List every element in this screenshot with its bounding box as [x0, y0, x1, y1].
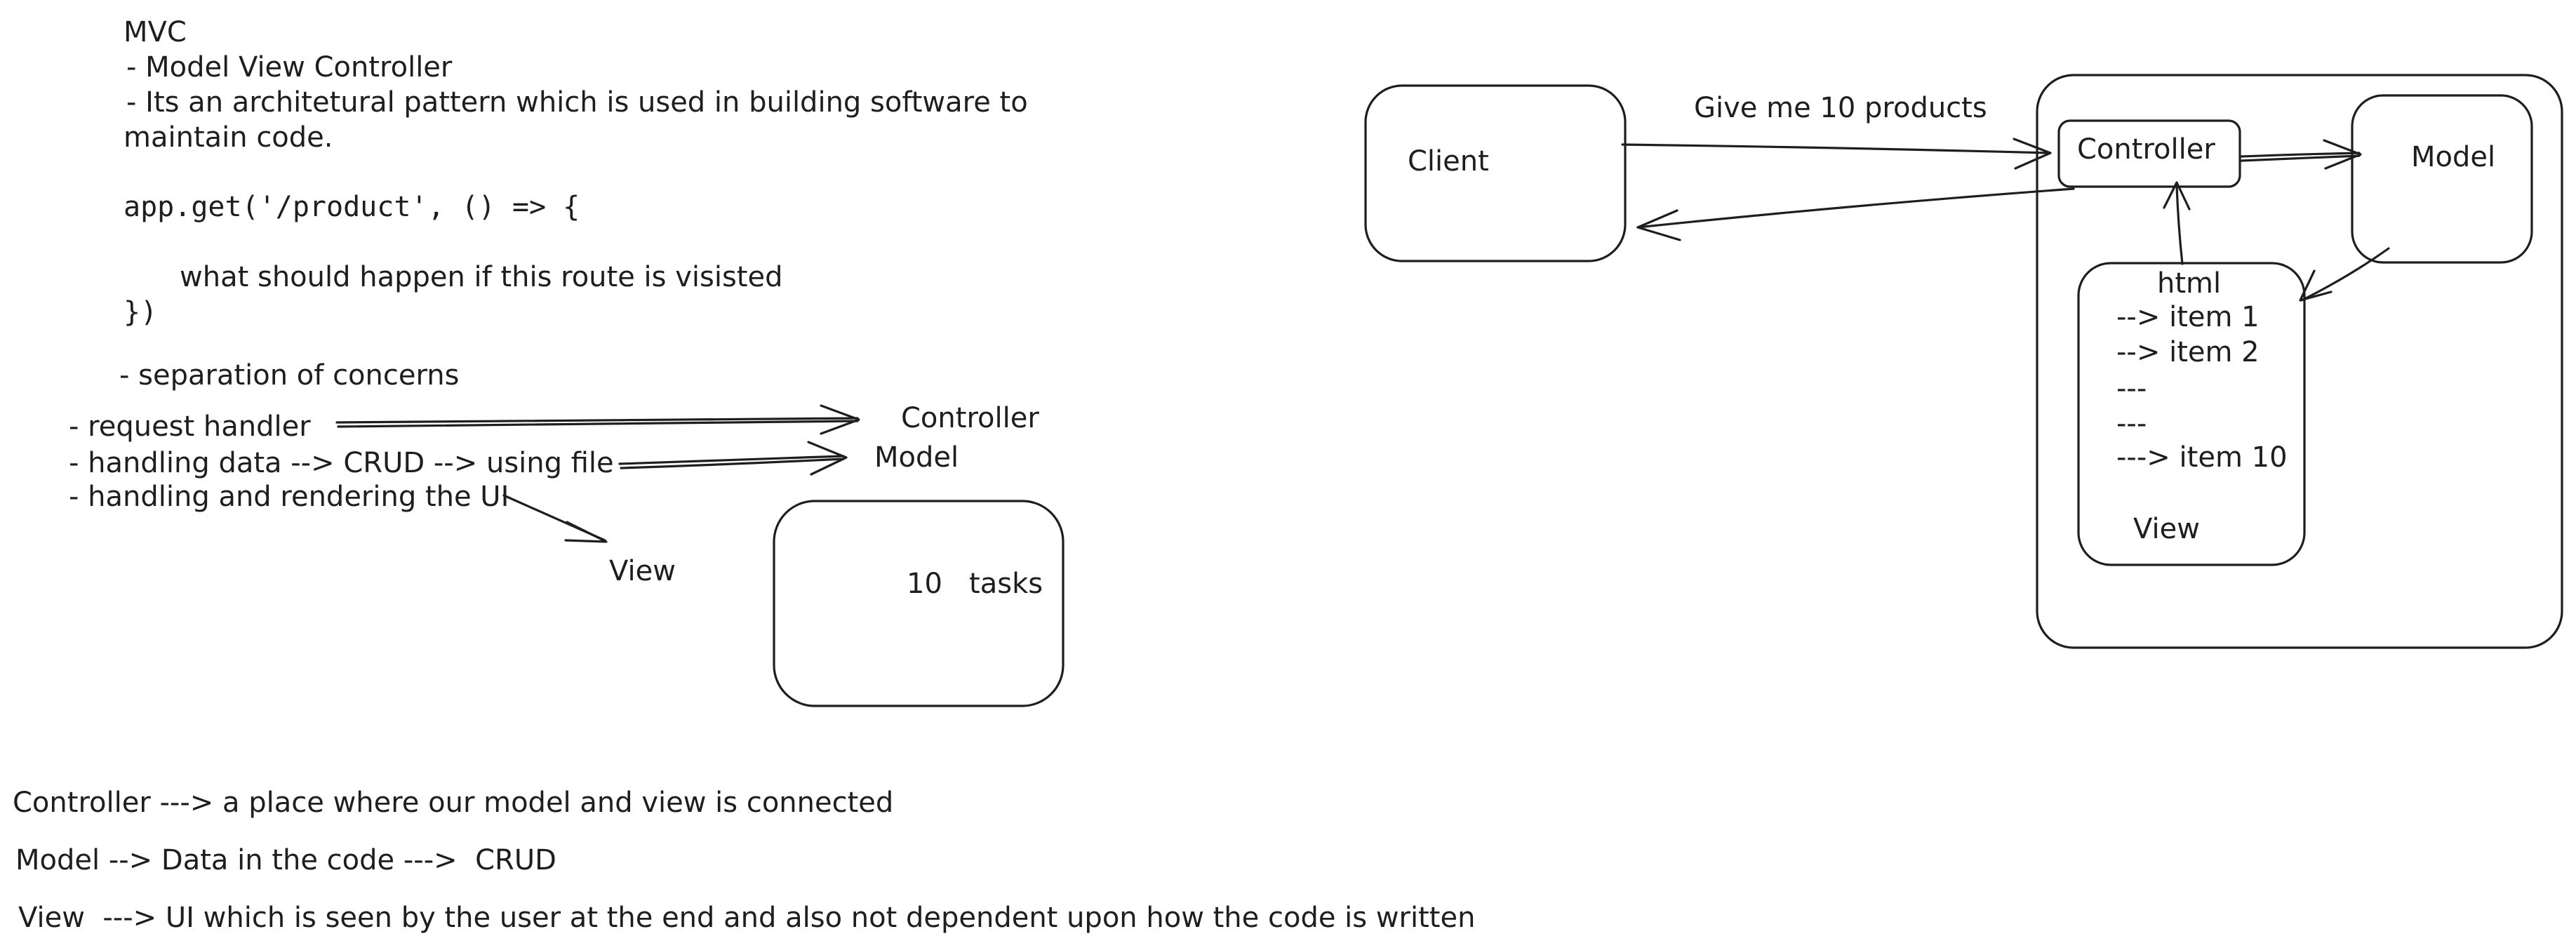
request-label: Give me 10 products [1694, 92, 1987, 124]
model-box [2351, 94, 2533, 264]
controller-box [2057, 119, 2241, 188]
concern-rendering-ui: - handling and rendering the UI [69, 481, 509, 513]
arrow-view-to-controller-head [2163, 181, 2191, 211]
definition-model: Model --> Data in the code ---> CRUD [15, 844, 556, 876]
arrow-view-to-controller [2175, 184, 2184, 265]
view-item-line: --> item 2 [2116, 336, 2260, 368]
view-box [2077, 262, 2306, 566]
arrow-controller-to-model-head [2323, 139, 2362, 170]
arrow-request-to-controller-head [820, 404, 860, 435]
code-line-1: app.get('/product', () => { [124, 191, 580, 223]
target-model: Model [874, 441, 959, 474]
controller-label: Controller [2077, 133, 2215, 166]
client-box [1364, 84, 1627, 262]
notes-bullet-1: - Model View Controller [126, 51, 453, 84]
arrow-client-to-controller-head [2013, 138, 2052, 170]
notes-bullet-2-line-1: - Its an architetural pattern which is u… [126, 86, 1028, 119]
arrow-model-to-view [2300, 247, 2390, 302]
arrow-data-to-model [618, 455, 845, 469]
definition-controller: Controller ---> a place where our model … [13, 787, 894, 819]
arrow-controller-to-model [2240, 152, 2361, 162]
concern-handling-data: - handling data --> CRUD --> using file [69, 447, 614, 479]
concern-request-handler: - request handler [69, 410, 311, 443]
tasks-box-text: 10 tasks [907, 568, 1043, 600]
arrow-response-to-client-head [1636, 209, 1681, 241]
arrow-request-to-controller [335, 417, 859, 428]
arrow-model-to-view-head [2299, 269, 2333, 302]
view-label: View [2133, 513, 2200, 545]
arrow-ui-to-view-head [564, 521, 608, 543]
server-container [2036, 74, 2563, 649]
client-label: Client [1408, 145, 1489, 178]
arrow-data-to-model-head [807, 441, 848, 476]
view-item-line: --- [2116, 373, 2147, 405]
target-view: View [609, 555, 676, 587]
view-item-line: --- [2116, 408, 2147, 440]
arrow-response-to-client [1636, 187, 2075, 229]
tasks-box [773, 500, 1065, 707]
model-label: Model [2411, 141, 2496, 173]
code-line-3: }) [124, 296, 158, 328]
notes-bullet-2-line-2: maintain code. [124, 121, 333, 154]
view-item-line: --> item 1 [2116, 301, 2260, 333]
target-controller: Controller [901, 402, 1039, 434]
separation-of-concerns: - separation of concerns [119, 359, 460, 392]
arrow-client-to-controller [1621, 143, 2050, 154]
view-item-line: ---> item 10 [2116, 441, 2288, 474]
notes-title: MVC [124, 16, 187, 48]
code-line-2: what should happen if this route is visi… [180, 261, 783, 293]
view-html-title: html [2157, 267, 2222, 300]
definition-view: View ---> UI which is seen by the user a… [18, 902, 1476, 934]
